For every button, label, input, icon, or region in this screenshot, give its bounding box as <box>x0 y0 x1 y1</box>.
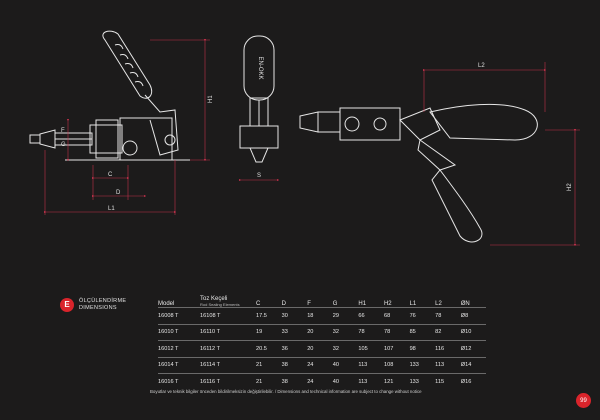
table-cell: Ø14 <box>460 356 487 374</box>
col-header: L1 <box>409 301 417 307</box>
dim-label-l2: L2 <box>478 63 485 69</box>
table-cell: 18 <box>307 307 333 324</box>
table-cell: 32 <box>332 323 359 341</box>
table-header-row: Model Toz Keçeli Rod Sealing Elements C … <box>158 291 486 308</box>
table-cell: 21 <box>256 356 282 374</box>
table-cell: 133 <box>409 373 436 390</box>
col-header: C <box>256 301 261 307</box>
table-cell: 20 <box>307 340 333 357</box>
cell-tool: 16112 T <box>200 340 256 357</box>
col-header: G <box>332 301 338 307</box>
section-title-tr: ÖLÇÜLENDİRME <box>79 298 127 304</box>
cell-model: 16010 T <box>158 323 200 341</box>
footer-disclaimer: Boyutlar ve teknik bilgiler önceden bild… <box>150 389 422 394</box>
table-cell: 40 <box>332 373 359 390</box>
col-header-tool-main: Toz Keçeli <box>200 296 228 302</box>
cell-model: 16014 T <box>158 356 200 374</box>
open-view-dimensions <box>422 62 580 247</box>
table-cell: 66 <box>358 307 384 324</box>
col-header-tool-sub: Rod Sealing Elements <box>200 302 240 307</box>
page-number-badge: 99 <box>576 393 591 408</box>
handle-brand-text: EN-OKK <box>257 56 263 79</box>
table-cell: 107 <box>383 340 410 357</box>
front-view-drawing <box>29 30 190 161</box>
table-cell: 29 <box>332 307 359 324</box>
table-row: 16016 T 16116 T 21 38 24 40 113 121 133 … <box>158 373 487 390</box>
table-cell: 108 <box>383 356 410 374</box>
table-cell: Ø16 <box>460 373 487 390</box>
table-cell: 24 <box>307 373 333 390</box>
table-cell: 78 <box>383 323 410 341</box>
table-cell: 76 <box>409 307 436 324</box>
table-row: 16014 T 16114 T 21 38 24 40 113 108 133 … <box>158 356 487 374</box>
table-cell: 20.5 <box>256 340 282 357</box>
cell-tool: 16110 T <box>200 323 256 341</box>
table-cell: 78 <box>358 323 384 341</box>
table-cell: 30 <box>281 307 308 324</box>
table-cell: 113 <box>358 373 384 390</box>
table-cell: 98 <box>409 340 436 357</box>
section-heading: E ÖLÇÜLENDİRME DIMENSIONS <box>60 298 126 312</box>
table-cell: 33 <box>281 323 308 341</box>
section-title: ÖLÇÜLENDİRME DIMENSIONS <box>79 298 126 312</box>
table-cell: 20 <box>307 323 333 341</box>
dimensions-table: Model Toz Keçeli Rod Sealing Elements C … <box>158 291 487 390</box>
table-cell: 19 <box>256 323 282 341</box>
cell-model: 16008 T <box>158 307 200 324</box>
open-view-drawing <box>299 103 538 243</box>
table-cell: 38 <box>281 373 308 390</box>
table-cell: Ø8 <box>460 307 487 324</box>
dim-label-f: F <box>61 128 65 134</box>
col-header: H1 <box>358 301 367 307</box>
section-title-en: DIMENSIONS <box>79 305 117 311</box>
table-cell: 121 <box>383 373 410 390</box>
table-cell: 40 <box>332 356 359 374</box>
table-cell: 36 <box>281 340 308 357</box>
table-cell: 85 <box>409 323 436 341</box>
table-cell: 105 <box>358 340 384 357</box>
table-cell: 21 <box>256 373 282 390</box>
side-view-drawing <box>239 35 279 163</box>
technical-drawings: H1 F G C D L1 EN-OKK S L2 <box>29 30 580 247</box>
cell-model: 16012 T <box>158 340 200 357</box>
table-cell: 113 <box>435 356 461 374</box>
table-cell: 17.5 <box>256 307 282 324</box>
table-cell: Ø10 <box>460 323 487 341</box>
col-header: H2 <box>383 301 392 307</box>
table-row: 16008 T 16108 T 17.5 30 18 29 66 68 76 7… <box>158 307 487 324</box>
table-cell: 78 <box>435 307 461 324</box>
table-cell: 116 <box>435 340 461 357</box>
dim-label-l1: L1 <box>108 206 115 212</box>
table-cell: 68 <box>383 307 410 324</box>
col-header-tool: Toz Keçeli Rod Sealing Elements <box>200 291 256 308</box>
dim-label-s: S <box>257 173 261 179</box>
cell-tool: 16108 T <box>200 307 256 324</box>
table-cell: 115 <box>435 373 461 390</box>
table-row: 16012 T 16112 T 20.5 36 20 32 105 107 98… <box>158 340 487 357</box>
table-cell: 24 <box>307 356 333 374</box>
front-view-dimensions <box>43 38 210 215</box>
table-cell: 38 <box>281 356 308 374</box>
col-header: F <box>307 301 311 307</box>
col-header: L2 <box>435 301 442 307</box>
dim-label-g: G <box>61 142 66 148</box>
cell-tool: 16114 T <box>200 356 256 374</box>
dim-label-h1: H1 <box>208 95 214 103</box>
dim-label-h2: H2 <box>567 183 573 191</box>
table-cell: Ø12 <box>460 340 487 357</box>
col-header-model: Model <box>158 301 175 307</box>
table-cell: 32 <box>332 340 359 357</box>
table-cell: 133 <box>409 356 436 374</box>
table-row: 16010 T 16110 T 19 33 20 32 78 78 85 82 … <box>158 323 487 341</box>
cell-tool: 16116 T <box>200 373 256 390</box>
cell-model: 16016 T <box>158 373 200 390</box>
dim-label-c: C <box>108 172 113 178</box>
dim-label-d: D <box>116 190 121 196</box>
brand-badge-icon: E <box>60 298 74 312</box>
col-header: ØN <box>460 301 470 307</box>
table-cell: 113 <box>358 356 384 374</box>
table-cell: 82 <box>435 323 461 341</box>
col-header: D <box>281 301 286 307</box>
